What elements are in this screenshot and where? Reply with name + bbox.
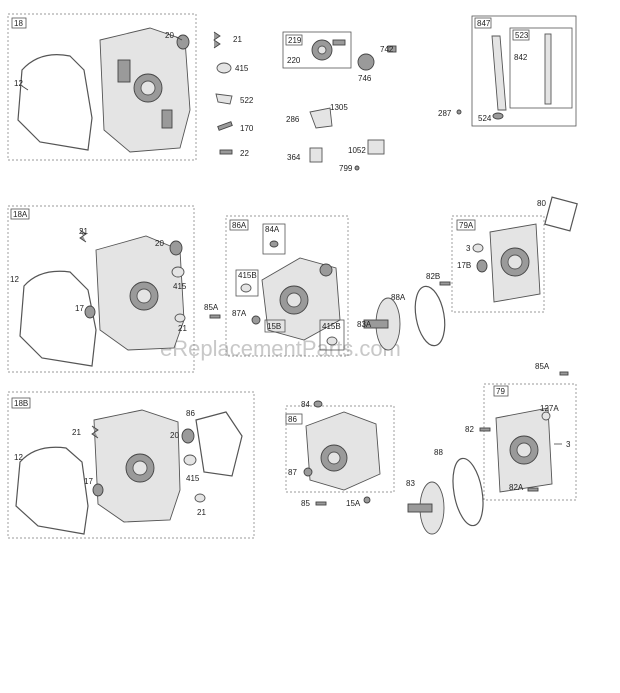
bracket [309,107,333,129]
part-number-label: 3 [566,440,571,449]
part-number-label: 799 [339,164,353,173]
part-number-label: 746 [358,74,372,83]
part-number-label: 21 [79,227,88,236]
group-label-18: 18 [14,19,23,28]
part-number-label: 127A [540,404,559,413]
part-number-label: 82B [426,272,440,281]
part-number-label: 415B [322,322,341,331]
group-79: 79 127A 82 3 82A 85A [465,362,577,501]
part-number-label: 86A [232,221,247,230]
part-number-label: 415 [173,282,187,291]
o-ring-88 [452,457,484,527]
part-number-label: 1052 [348,146,366,155]
part-number-label: 12 [14,453,23,462]
solenoid-1052 [367,139,385,155]
o-ring-88A [414,285,446,347]
spring [213,31,221,49]
dipstick [544,33,552,105]
group-86A: 86A 84A 415B 15B 415B 87A 85A [204,215,349,357]
part-number-label: 415B [238,271,257,280]
section-18A: 18A 20 21 12 415 17 21 [7,205,195,373]
part-number-label: 85A [535,362,550,371]
part-number-label: 15A [346,499,361,508]
part-number-label: 88A [391,293,406,302]
gasket-80 [544,196,578,232]
dipstick-tube [491,35,507,111]
part-number-label: 87A [232,309,247,318]
part-number-label: 17B [457,261,471,270]
part-number-label: 364 [287,153,301,162]
part-number-label: 18B [14,399,28,408]
part-number-label: 85 [301,499,310,508]
part-number-label: 20 [155,239,164,248]
crankcase-gasket [19,270,97,367]
part-number-label: 523 [515,31,529,40]
gear-reduction-18A: 88A 82B 83A [357,272,451,351]
part-number-label: 742 [380,45,394,54]
part-number-label: 79 [496,387,505,396]
part-number-label: 82A [509,483,524,492]
part-number-label: 20 [170,431,179,440]
group-219: 219 220 746 742 [282,31,397,83]
part-number-label: 82 [465,425,474,434]
part-number-label: 415 [235,64,249,73]
part-number-label: 86 [288,415,297,424]
governor-shaft-seal [216,62,232,74]
solenoid-group: 286 1305 364 1052 799 [286,103,385,173]
part-number-label: 524 [478,114,492,123]
part-number-label: 15B [267,322,281,331]
section-18B: 18B 21 20 12 17 415 21 86 [7,391,255,539]
gasket-86 [195,411,243,477]
part-number-label: 12 [10,275,19,284]
group-847: 847 523 842 524 287 [438,15,577,127]
loose-parts-col1: 21 415 522 170 22 [213,31,254,158]
screw-170 [217,121,233,131]
part-number-label: 847 [477,19,491,28]
part-number-label: 219 [288,36,302,45]
part-number-label: 80 [537,199,546,208]
part-number-label: 20 [165,31,174,40]
part-number-label: 842 [514,53,528,62]
part-number-label: 21 [178,324,187,333]
part-number-label: 170 [240,124,254,133]
part-number-label: 87 [288,468,297,477]
part-number-label: 21 [197,508,206,517]
part-number-label: 21 [72,428,81,437]
part-number-label: 22 [240,149,249,158]
part-number-label: 17 [75,304,84,313]
lever [215,93,233,105]
crankcase-gasket [15,446,89,535]
part-number-label: 18A [13,210,28,219]
part-number-label: 17 [84,477,93,486]
section-18: 18 20 12 [7,13,197,161]
gear-reduction-18B: 88 83 [406,448,484,535]
part-number-label: 287 [438,109,452,118]
part-number-label: 79A [459,221,474,230]
part-number-label: 83 [406,479,415,488]
part-number-label: 220 [287,56,301,65]
part-number-label: 3 [466,244,471,253]
part-number-label: 84A [265,225,280,234]
crankcase-gasket [17,54,93,151]
part-number-label: 12 [14,79,23,88]
part-number-label: 88 [434,448,443,457]
part-number-label: 85A [204,303,219,312]
part-number-label: 522 [240,96,254,105]
part-number-label: 286 [286,115,300,124]
part-number-label: 1305 [330,103,348,112]
screw-22 [219,149,233,155]
part-number-label: 84 [301,400,310,409]
group-86: 86 84 87 85 15A [285,400,395,508]
fuel-solenoid [309,147,323,163]
part-number-label: 83A [357,320,372,329]
watermark: eReplacementParts.com [160,336,401,361]
governor-gear [357,53,375,71]
part-number-label: 86 [186,409,195,418]
part-number-label: 21 [233,35,242,44]
part-number-label: 415 [186,474,200,483]
group-79A: 79A 3 17B 80 [451,196,578,313]
